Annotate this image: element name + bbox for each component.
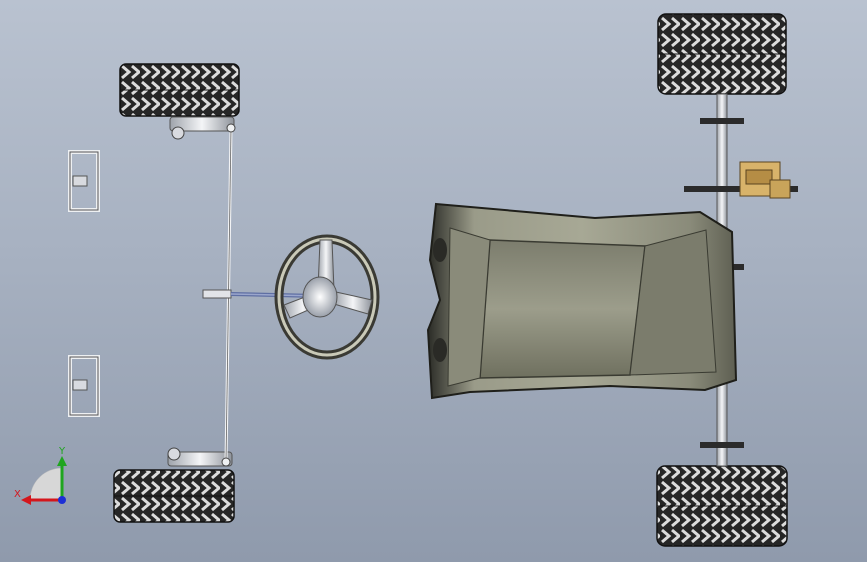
front-wheel-top[interactable]: [119, 63, 240, 117]
x-axis-label: X: [14, 489, 21, 500]
rear-wheel-top[interactable]: [657, 13, 787, 95]
front-wheel-bottom[interactable]: [113, 469, 235, 523]
pedal-bottom[interactable]: [68, 355, 100, 417]
z-axis-dot: [58, 496, 66, 504]
pedal-top[interactable]: [68, 150, 100, 212]
coordinate-triad: Y X: [14, 446, 67, 505]
seat[interactable]: [426, 202, 738, 400]
steering-linkage[interactable]: [167, 116, 319, 467]
steering-wheel[interactable]: [274, 234, 380, 360]
rear-wheel-bottom[interactable]: [656, 465, 788, 547]
y-axis-label: Y: [58, 446, 66, 457]
motor-bracket[interactable]: [739, 161, 791, 199]
